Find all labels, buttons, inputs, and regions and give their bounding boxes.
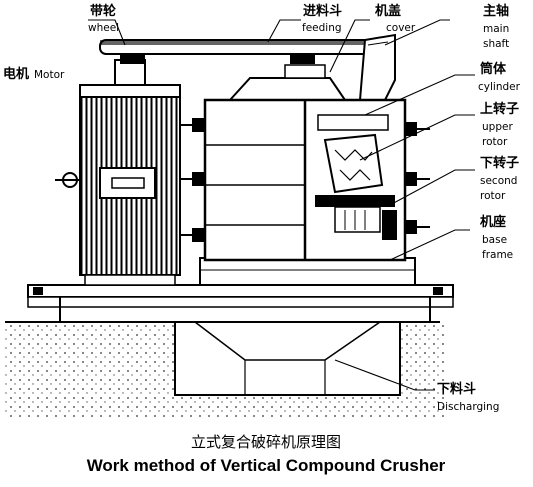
- label-cover-en: cover: [386, 22, 416, 34]
- label-motor-cn: 电机: [3, 66, 29, 82]
- label-second-rotor-en-2: rotor: [480, 190, 506, 202]
- label-cylinder-cn: 筒体: [480, 61, 507, 77]
- label-second-rotor-en-1: second: [480, 175, 517, 187]
- label-cylinder-en: cylinder: [478, 81, 521, 93]
- label-main-shaft-en-2: shaft: [483, 38, 509, 50]
- ground-foundation: [5, 321, 445, 417]
- label-base-frame-cn: 机座: [480, 214, 506, 230]
- label-discharging-en: Discharging: [437, 401, 499, 413]
- label-upper-rotor-cn: 上转子: [480, 101, 519, 117]
- label-base-frame-en-2: frame: [482, 249, 513, 261]
- label-upper-rotor-en-1: upper: [482, 121, 513, 133]
- label-second-rotor-cn: 下转子: [480, 155, 519, 171]
- caption-cn: 立式复合破碎机原理图: [191, 433, 341, 451]
- label-main-shaft-cn: 主轴: [483, 3, 509, 19]
- label-upper-rotor-en-2: rotor: [482, 136, 508, 148]
- motor: [55, 59, 181, 286]
- label-base-frame-en-1: base: [482, 234, 507, 246]
- caption-en: Work method of Vertical Compound Crusher: [87, 456, 446, 475]
- label-wheel-cn: 带轮: [90, 3, 116, 19]
- label-main-shaft-en-1: main: [483, 23, 509, 35]
- label-discharging-cn: 下料斗: [437, 381, 476, 397]
- label-wheel-en: wheel: [88, 22, 119, 34]
- label-feeding-en: feeding: [302, 22, 342, 34]
- feeding-hopper: [358, 33, 396, 112]
- belt-wheel: [99, 39, 371, 64]
- base-frame: [27, 257, 454, 322]
- label-feeding-cn: 进料斗: [303, 3, 342, 19]
- leader-lines: [88, 19, 475, 391]
- label-motor-en: Motor: [34, 69, 65, 81]
- cover: [227, 64, 347, 101]
- label-cover-cn: 机盖: [375, 3, 401, 19]
- rotors: [315, 114, 397, 240]
